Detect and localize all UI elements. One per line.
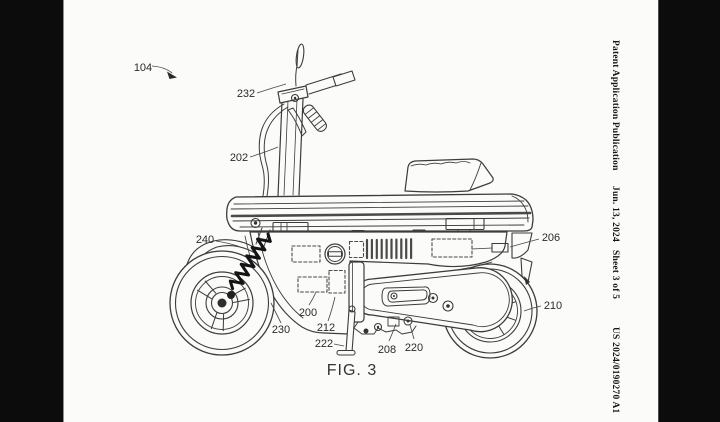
ref-numeral-220: 220: [405, 342, 423, 354]
header-date: Jun. 13, 2024: [610, 186, 620, 243]
header-sheet: Sheet 3 of 5: [610, 249, 620, 299]
ref-numeral-232: 232: [237, 88, 255, 100]
mirror: [295, 43, 305, 87]
hidden-component-boxes: [291, 238, 473, 294]
brake-cables: [258, 103, 289, 197]
leader-lines: [151, 65, 542, 347]
connector-line: [471, 247, 493, 250]
motor-bracket: [353, 311, 417, 335]
suspension-spring: [227, 227, 272, 299]
ref-numeral-240: 240: [196, 234, 214, 246]
vent-grille: [365, 238, 413, 260]
ref-numeral-210: 210: [544, 300, 562, 312]
ref-numeral-222: 222: [315, 338, 333, 350]
ref-numeral-206: 206: [542, 232, 560, 244]
ref-numeral-104: 104: [134, 62, 152, 74]
figure-arrowhead: [167, 71, 177, 79]
seat: [404, 158, 494, 193]
brake-lever: [287, 107, 307, 137]
header-publication: Patent Application Publication: [610, 40, 620, 171]
rear-skirt: [511, 232, 533, 285]
front-wheel: [169, 250, 275, 356]
patent-page-header: Patent Application Publication Jun. 13, …: [598, 40, 620, 414]
ref-numeral-202: 202: [230, 152, 248, 164]
ref-numeral-208: 208: [378, 344, 396, 356]
swingarm: [353, 267, 513, 333]
ref-numeral-212: 212: [317, 322, 335, 334]
handlebar: [277, 70, 356, 137]
ref-numeral-230: 230: [272, 324, 290, 336]
charge-port-cap: [324, 243, 346, 265]
figure-caption: FIG. 3: [327, 362, 377, 379]
ref-numeral-200: 200: [299, 307, 317, 319]
kickstand: [336, 305, 356, 356]
steering-column: [277, 98, 304, 197]
deck-body: [226, 193, 534, 236]
rear-sensor-box: [491, 242, 509, 253]
throttle-grip: [302, 104, 328, 132]
header-doc-number: US 2024/0190270 A1: [610, 327, 620, 414]
